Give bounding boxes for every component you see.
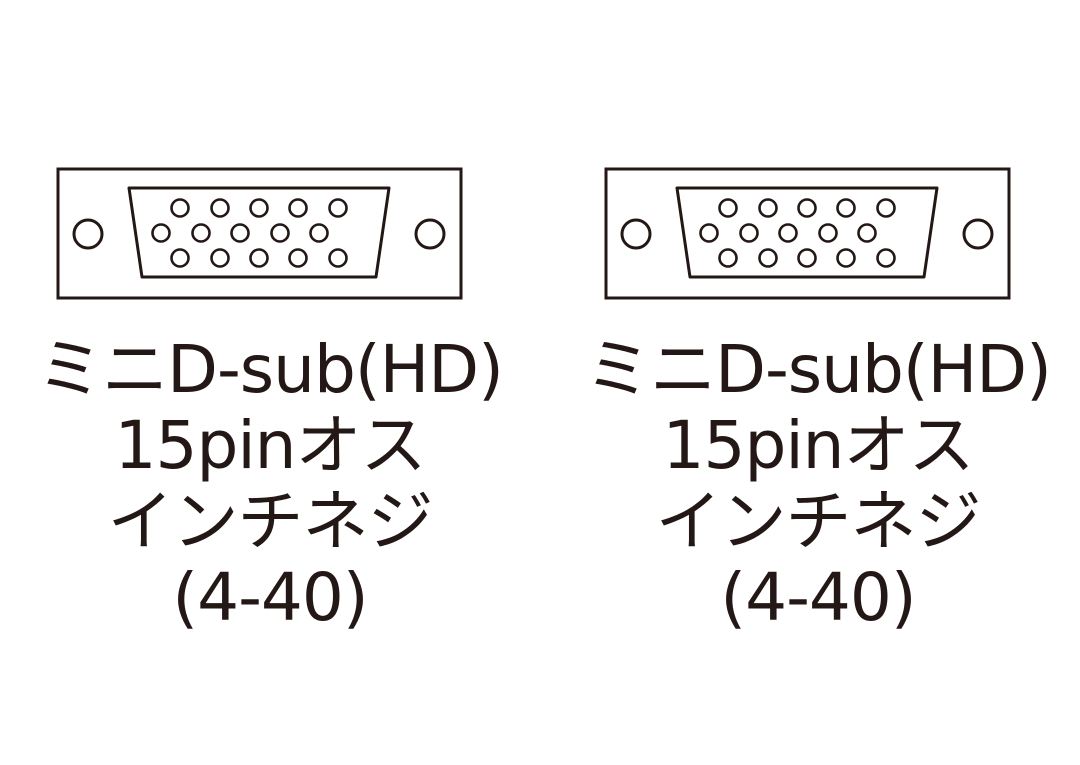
- pin-gender-label: 15pinオス: [662, 407, 974, 484]
- pin: [170, 248, 190, 268]
- connector-left: ミニD-sub(HD) 15pinオス インチネジ (4-40): [0, 167, 540, 636]
- pin: [758, 248, 778, 268]
- screw-thread-label: (4-40): [172, 559, 368, 636]
- dsub-face: [127, 186, 391, 279]
- pin: [249, 248, 269, 268]
- vga-connector-icon: [604, 167, 1011, 300]
- screw-hole-left: [620, 218, 652, 250]
- pin: [191, 223, 211, 243]
- pin: [699, 223, 719, 243]
- pin: [818, 223, 838, 243]
- connector-caption: ミニD-sub(HD) 15pinオス インチネジ (4-40): [0, 332, 540, 636]
- connector-shell: [604, 167, 1011, 300]
- pin: [288, 198, 308, 218]
- pin: [270, 223, 290, 243]
- pin: [249, 198, 269, 218]
- pin: [836, 248, 856, 268]
- pin: [230, 223, 250, 243]
- pin: [328, 248, 348, 268]
- pin: [328, 198, 348, 218]
- pin: [718, 198, 738, 218]
- pin: [857, 223, 877, 243]
- connector-caption: ミニD-sub(HD) 15pinオス インチネジ (4-40): [548, 332, 1080, 636]
- screw-thread-label: (4-40): [720, 559, 916, 636]
- screw-type-label: インチネジ: [655, 483, 982, 560]
- pin: [797, 248, 817, 268]
- screw-type-label: インチネジ: [107, 483, 434, 560]
- pin: [170, 198, 190, 218]
- screw-hole-left: [72, 218, 104, 250]
- connector-right: ミニD-sub(HD) 15pinオス インチネジ (4-40): [548, 0, 1080, 765]
- pin: [876, 248, 896, 268]
- pin: [836, 198, 856, 218]
- pin: [876, 198, 896, 218]
- pin: [210, 198, 230, 218]
- connector-type-label: ミニD-sub(HD): [585, 331, 1052, 408]
- dsub-face: [675, 186, 939, 279]
- pin: [309, 223, 329, 243]
- vga-connector-icon: [56, 167, 463, 300]
- pin: [778, 223, 798, 243]
- pin: [288, 248, 308, 268]
- pin: [739, 223, 759, 243]
- connector-type-label: ミニD-sub(HD): [37, 331, 504, 408]
- connector-shell: [56, 167, 463, 300]
- pin: [758, 198, 778, 218]
- pin: [797, 198, 817, 218]
- pin: [210, 248, 230, 268]
- pin-gender-label: 15pinオス: [114, 407, 426, 484]
- screw-hole-right: [962, 218, 994, 250]
- screw-hole-right: [414, 218, 446, 250]
- pin: [151, 223, 171, 243]
- pin: [718, 248, 738, 268]
